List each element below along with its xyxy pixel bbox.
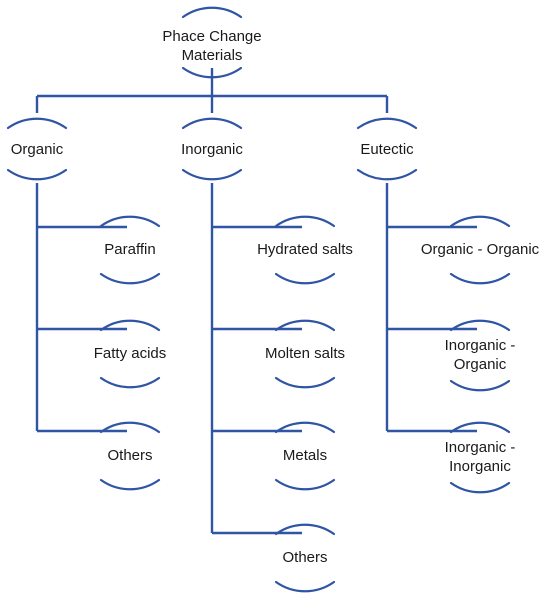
node-top-arc — [449, 319, 511, 332]
node-inorganic-label: Inorganic — [181, 141, 243, 158]
node-fatty-acids: Fatty acids — [94, 319, 167, 389]
node-inorganic-organic-line-2: Organic — [454, 356, 507, 373]
node-inorganic-organic-line-1: Inorganic - — [445, 337, 516, 354]
node-molten-salts-label: Molten salts — [265, 345, 345, 362]
node-organic-label: Organic — [11, 141, 64, 158]
node-organic-organic: Organic - Organic — [421, 215, 540, 285]
node-top-arc — [99, 319, 161, 332]
node-bottom-arc — [356, 168, 418, 181]
node-paraffin-label: Paraffin — [104, 241, 155, 258]
node-bottom-arc — [449, 379, 511, 392]
node-organic: Organic — [6, 117, 68, 181]
node-top-arc — [449, 421, 511, 434]
node-bottom-arc — [274, 478, 336, 491]
node-top-arc — [99, 215, 161, 228]
node-inorganic-others-label: Others — [282, 549, 327, 566]
node-inorganic-inorganic-line-1: Inorganic - — [445, 439, 516, 456]
node-organic-organic-label: Organic - Organic — [421, 241, 540, 258]
node-bottom-arc — [274, 376, 336, 389]
node-bottom-arc — [274, 580, 336, 593]
node-inorganic-organic: Inorganic - Organic — [445, 319, 516, 392]
node-top-arc — [274, 319, 336, 332]
node-top-arc — [274, 215, 336, 228]
node-top-arc — [6, 117, 68, 130]
node-top-arc — [356, 117, 418, 130]
node-bottom-arc — [274, 272, 336, 285]
node-eutectic: Eutectic — [356, 117, 418, 181]
node-top-arc — [181, 6, 243, 19]
node-bottom-arc — [6, 168, 68, 181]
node-bottom-arc — [99, 376, 161, 389]
node-fatty-acids-label: Fatty acids — [94, 345, 167, 362]
node-paraffin: Paraffin — [99, 215, 161, 285]
node-hydrated-salts: Hydrated salts — [257, 215, 353, 285]
node-bottom-arc — [449, 272, 511, 285]
node-bottom-arc — [181, 168, 243, 181]
node-molten-salts: Molten salts — [265, 319, 345, 389]
node-bottom-arc — [449, 481, 511, 494]
node-hydrated-salts-label: Hydrated salts — [257, 241, 353, 258]
node-inorganic-inorganic-line-2: Inorganic — [449, 458, 511, 475]
node-root: Phace Change Materials — [162, 6, 262, 79]
node-metals: Metals — [274, 421, 336, 491]
node-top-arc — [274, 421, 336, 434]
node-top-arc — [449, 215, 511, 228]
node-inorganic: Inorganic — [181, 117, 243, 181]
node-organic-others-label: Others — [107, 447, 152, 464]
node-root-line-1: Phace Change — [162, 28, 261, 45]
node-bottom-arc — [99, 478, 161, 491]
node-top-arc — [99, 421, 161, 434]
connectors — [35, 68, 477, 535]
node-eutectic-label: Eutectic — [360, 141, 414, 158]
node-top-arc — [181, 117, 243, 130]
node-inorganic-others: Others — [274, 523, 336, 593]
node-organic-others: Others — [99, 421, 161, 491]
node-metals-label: Metals — [283, 447, 327, 464]
node-inorganic-inorganic: Inorganic - Inorganic — [445, 421, 516, 494]
node-bottom-arc — [99, 272, 161, 285]
node-root-line-2: Materials — [182, 47, 243, 64]
node-bottom-arc — [181, 66, 243, 79]
node-top-arc — [274, 523, 336, 536]
